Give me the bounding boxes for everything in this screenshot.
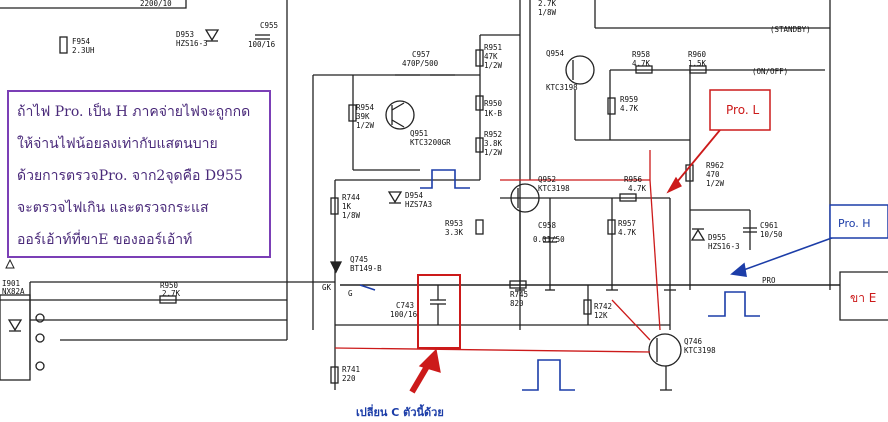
c961-label: C961 <box>760 221 778 230</box>
warning-icon <box>5 258 15 269</box>
i901-label: I901 <box>2 279 20 288</box>
d954-value: HZS7A3 <box>405 200 432 209</box>
r962-label: R962 <box>706 161 724 170</box>
q952-value: KTC3198 <box>538 184 570 193</box>
r950b-label: R950 <box>160 281 179 290</box>
c958-label: C958 <box>538 221 557 230</box>
r959-value: 4.7K <box>620 104 639 113</box>
pro-l-callout-box <box>709 89 771 131</box>
q952-label: Q952 <box>538 175 556 184</box>
pro-signal-label: PRO <box>762 276 776 285</box>
highlight-c743-box <box>417 274 461 349</box>
r957top-value: 2.7K <box>538 0 557 8</box>
note-line-5: ออร์เอ้าท์ที่ขาE ของออร์เอ้าท์ <box>17 232 193 248</box>
r741-label: R741 <box>342 365 360 374</box>
r950-label: R950 <box>484 99 503 108</box>
r962-watt: 1/2W <box>706 179 725 188</box>
d955-value: HZS16-3 <box>708 242 740 251</box>
pro-h-callout-box <box>829 204 888 239</box>
q745-value: BT149-B <box>350 264 382 273</box>
r950-value: 1K-B <box>484 109 503 118</box>
r742-label: R742 <box>594 302 612 311</box>
r744-value: 1K <box>342 202 352 211</box>
c957-value: 470P/500 <box>402 59 439 68</box>
r954-watt: 1/2W <box>356 121 375 130</box>
r953-value: 3.3K <box>445 228 464 237</box>
r960-value: 1.5K <box>688 59 707 68</box>
r952-label: R952 <box>484 130 502 139</box>
r958-value: 4.7K <box>632 59 651 68</box>
note-line-2: ให้จ่านไฟน้อยลงเท่ากับแสตนบาย <box>17 136 218 152</box>
q951-label: Q951 <box>410 129 428 138</box>
r952-watt: 1/2W <box>484 148 503 157</box>
r953-label: R953 <box>445 219 463 228</box>
pin-e-label: ขา E <box>850 291 876 305</box>
explanation-note-box: ถ้าไฟ Pro. เป็น H ภาคจ่ายไฟจะถูกกด ให้จ่… <box>7 90 271 258</box>
standby-label: (STANDBY) <box>770 25 811 34</box>
r745-label: R745 <box>510 290 528 299</box>
note-line-1: ถ้าไฟ Pro. เป็น H ภาคจ่ายไฟจะถูกกด <box>17 104 251 120</box>
r744-watt: 1/8W <box>342 211 361 220</box>
q951-value: KTC3200GR <box>410 138 451 147</box>
c743-value: 100/16 <box>390 310 418 319</box>
q954-label: Q954 <box>546 49 565 58</box>
r954-label: R954 <box>356 103 375 112</box>
r954-value: 39K <box>356 112 370 121</box>
c955-label: C955 <box>260 21 278 30</box>
r957-value: 4.7K <box>618 228 637 237</box>
d953-value: HZS16-3 <box>176 39 208 48</box>
c957-label: C957 <box>412 50 430 59</box>
r960-label: R960 <box>688 50 707 59</box>
r956-label: R956 <box>624 175 643 184</box>
r741-value: 220 <box>342 374 356 383</box>
r962-value: 470 <box>706 170 720 179</box>
note-line-3: ด้วยการตรวจPro. จาก2จุดคือ D955 <box>17 168 243 184</box>
r745-value: 820 <box>510 299 524 308</box>
f954-label: F954 <box>72 37 91 46</box>
r744-label: R744 <box>342 193 361 202</box>
c955-value: 100/16 <box>248 40 276 49</box>
q745-label: Q745 <box>350 255 368 264</box>
r956-value: 4.7K <box>628 184 647 193</box>
r958-label: R958 <box>632 50 651 59</box>
top-value-label: 2200/10 <box>140 0 172 8</box>
onoff-label: (ON/OFF) <box>752 67 788 76</box>
g-label: G <box>348 289 353 298</box>
r951-value: 47K <box>484 52 498 61</box>
gk-label: GK <box>322 283 332 292</box>
replace-c-label: เปลี่ยน C ตัวนี้ด้วย <box>356 404 444 419</box>
c961-value: 10/50 <box>760 230 783 239</box>
i901-value: NX82A <box>2 287 25 296</box>
d954-label: D954 <box>405 191 424 200</box>
pro-l-label: Pro. L <box>726 103 759 117</box>
q746-value: KTC3198 <box>684 346 716 355</box>
r950b-value: 2.7K <box>162 289 181 298</box>
r952-value: 3.8K <box>484 139 503 148</box>
pro-h-label: Pro. H <box>838 217 871 230</box>
r951-label: R951 <box>484 43 502 52</box>
c958-value: 0.01/50 <box>533 235 565 244</box>
d953-label: D953 <box>176 30 194 39</box>
q954-value: KTC3198 <box>546 83 578 92</box>
r957top-watt: 1/8W <box>538 8 557 17</box>
note-line-4: จะตรวจไฟเกิน และตรวจกระแส <box>17 200 209 216</box>
c743-label: C743 <box>396 301 414 310</box>
r957-label: R957 <box>618 219 636 228</box>
d955-label: D955 <box>708 233 726 242</box>
r951-watt: 1/2W <box>484 61 503 70</box>
r959-label: R959 <box>620 95 638 104</box>
q746-label: Q746 <box>684 337 703 346</box>
r742-value: 12K <box>594 311 608 320</box>
f954-value: 2.3UH <box>72 46 95 55</box>
